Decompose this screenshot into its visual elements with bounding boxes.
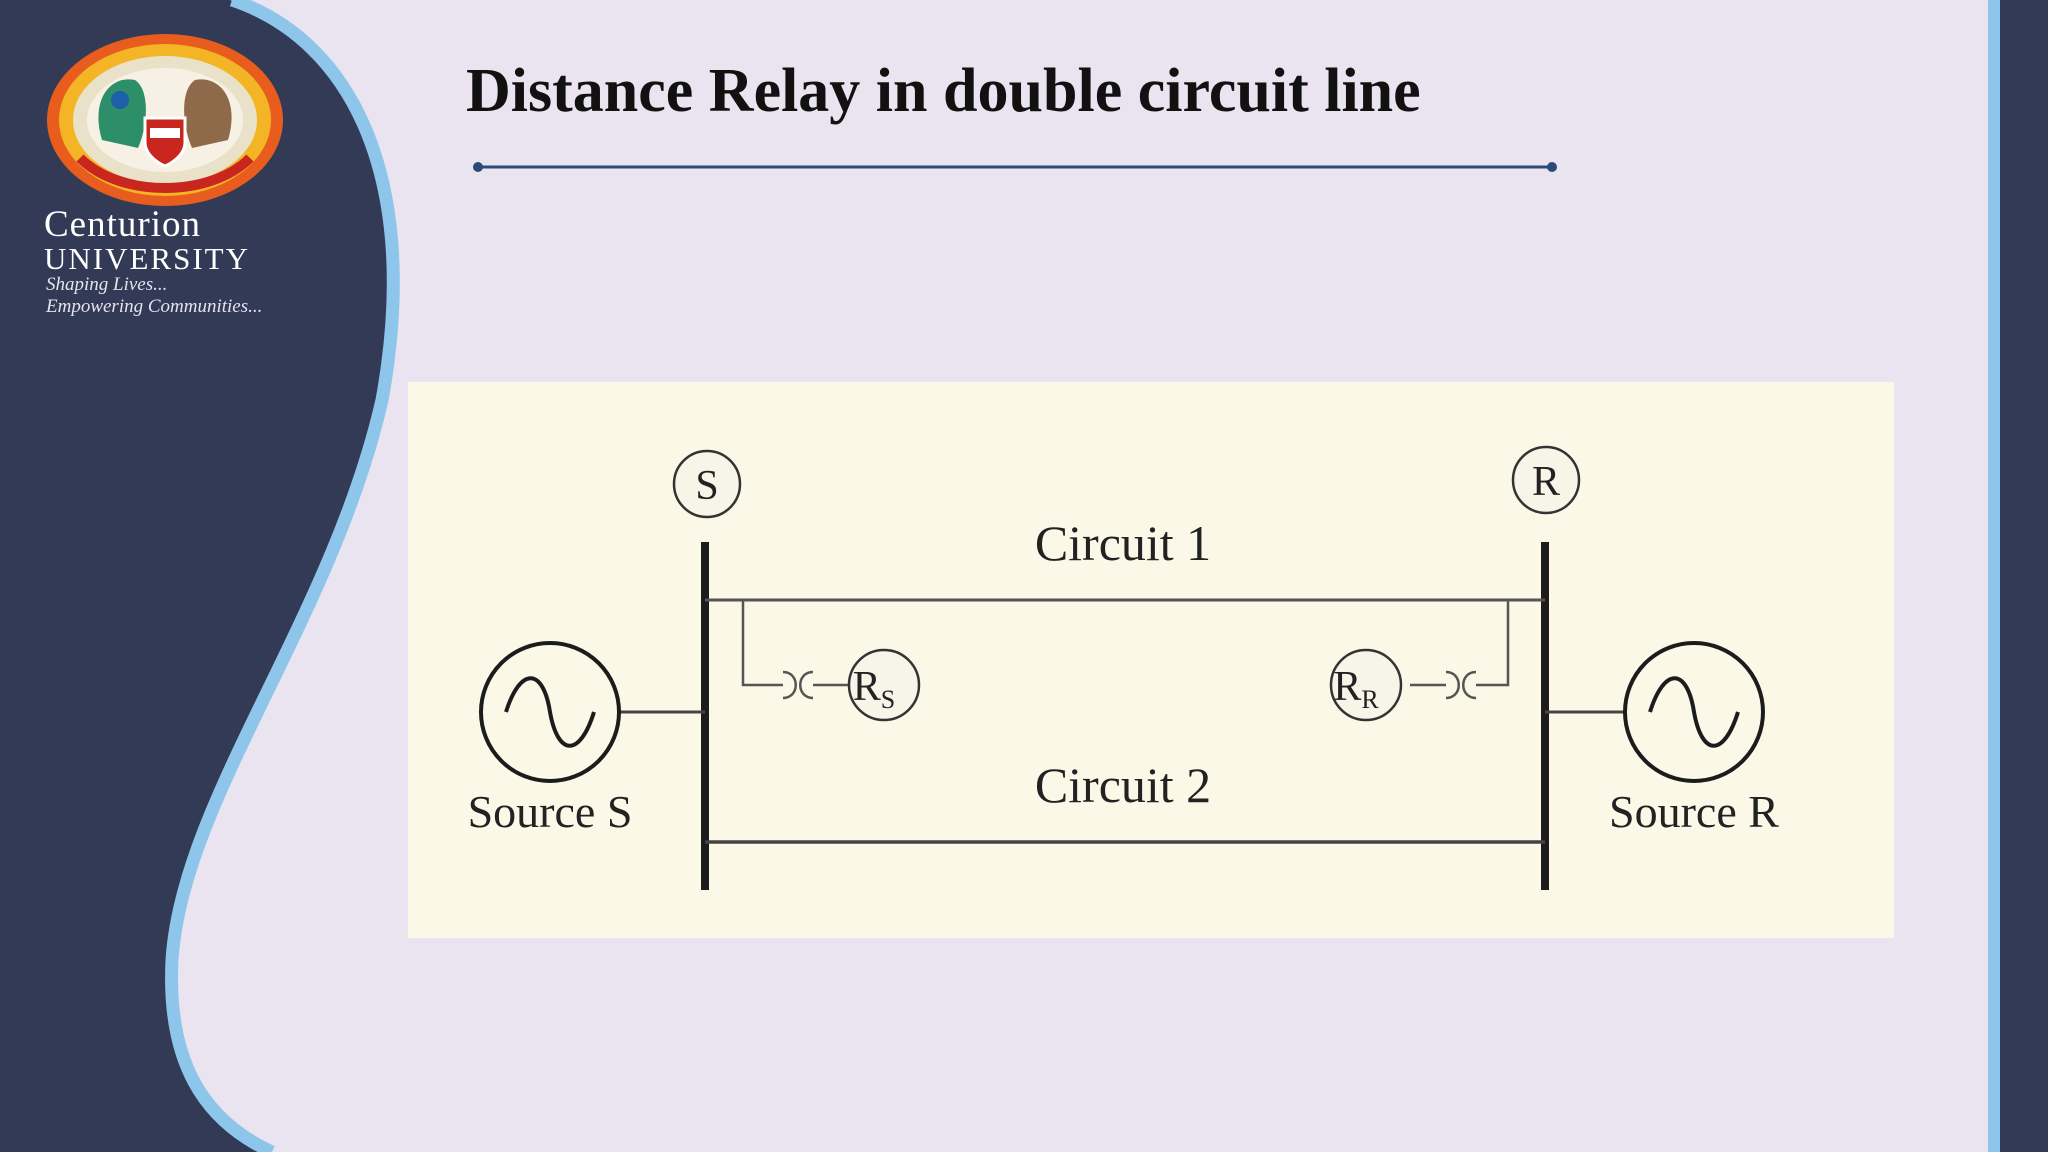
double-circuit-diagram: S R Circuit 1 Circuit 2 RS RR Source S S… <box>468 445 1779 890</box>
bus-r-marker <box>1511 445 1581 515</box>
university-name-line2: UNIVERSITY <box>44 241 250 276</box>
source-r-label: Source R <box>1609 786 1779 837</box>
source-s-generator-icon <box>479 641 621 783</box>
source-s-label: Source S <box>468 786 633 837</box>
relay-s <box>847 648 921 722</box>
title-underline <box>473 162 1557 172</box>
bus-s-marker <box>672 449 742 519</box>
diagram-panel: S R Circuit 1 Circuit 2 RS RR Source S S… <box>408 382 1894 938</box>
slide-title: Distance Relay in double circuit line <box>466 57 1421 125</box>
bus-r-label: R <box>1532 459 1560 505</box>
relay-r-ct-icon <box>1410 670 1477 700</box>
bus-s-label: S <box>695 463 718 509</box>
university-tagline-1: Shaping Lives... <box>46 274 168 295</box>
peacock-icon <box>98 79 146 148</box>
relay-r-tap <box>1476 600 1510 687</box>
right-edge-bar <box>2000 0 2048 1152</box>
university-tagline-2: Empowering Communities... <box>46 296 263 317</box>
sidebar-shape <box>0 0 392 1152</box>
relay-s-label: RS <box>853 664 895 714</box>
source-r-generator-icon <box>1623 641 1765 783</box>
university-logo <box>47 34 283 206</box>
relay-s-ct-icon <box>782 670 848 700</box>
relay-r-label: RR <box>1333 664 1379 714</box>
circuit-2-label: Circuit 2 <box>1035 757 1211 813</box>
right-edge-accent <box>1988 0 2000 1152</box>
university-name: Centurion <box>44 204 201 245</box>
source-s-sine-icon <box>504 676 596 748</box>
sidebar-accent-curve <box>165 0 400 1152</box>
relay-r <box>1329 648 1403 722</box>
bird-icon <box>184 79 232 148</box>
source-r-sine-icon <box>1648 676 1740 748</box>
relay-s-tap <box>741 600 783 687</box>
circuit-1-label: Circuit 1 <box>1035 515 1211 571</box>
